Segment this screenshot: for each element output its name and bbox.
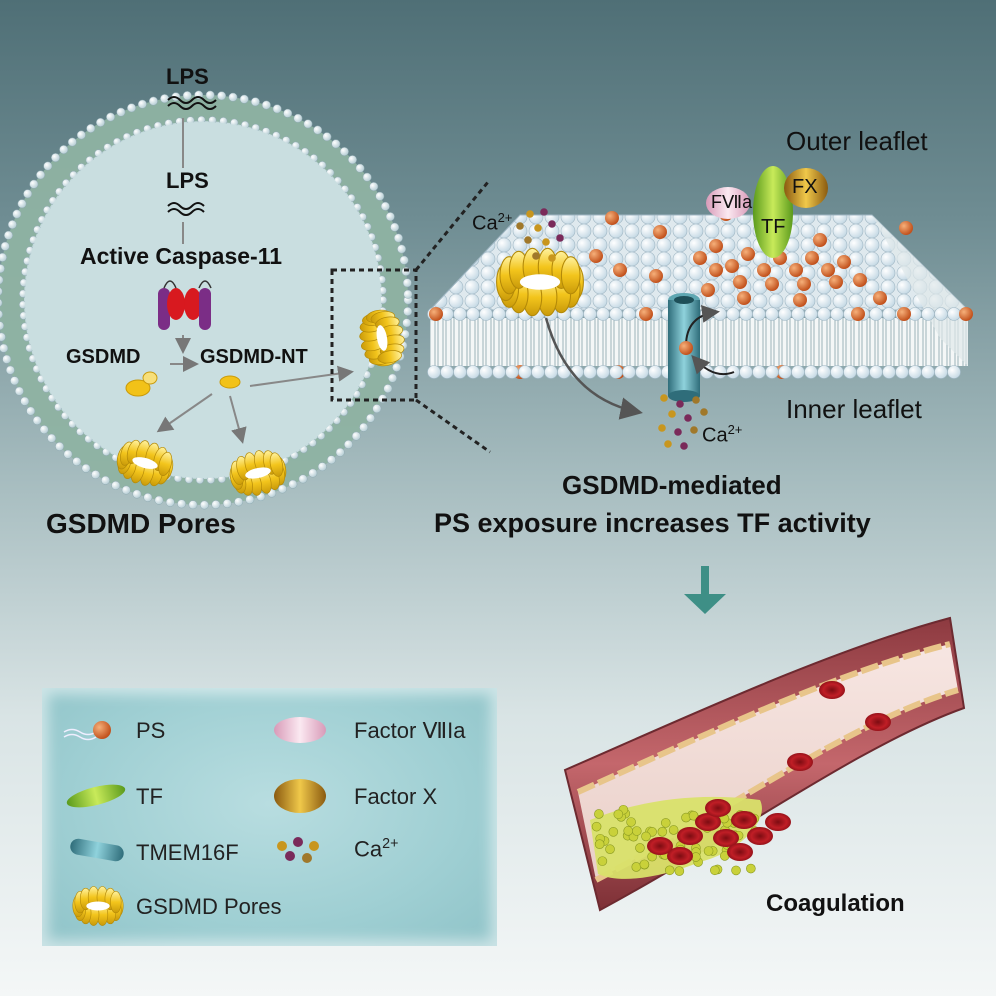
fviia-label: FⅦa: [711, 192, 752, 213]
legend-factor-viia-label: Factor ⅦIa: [354, 718, 465, 744]
calcium-inside-label: Ca2+: [702, 422, 742, 448]
tf-icon: [65, 780, 128, 812]
legend-tmem16f-label: TMEM16F: [136, 840, 239, 866]
gsdmd-label: GSDMD: [66, 346, 140, 369]
legend-factor-x-label: Factor X: [354, 784, 437, 810]
legend-gsdmd-pores-label: GSDMD Pores: [136, 894, 281, 920]
gsdmd-nt-label: GSDMD-NT: [200, 346, 308, 369]
legend-tf-label: TF: [136, 784, 163, 810]
lps-outside-label: LPS: [166, 64, 209, 90]
calcium-outside-label: Ca2+: [472, 210, 512, 236]
legend-ps-label: PS: [136, 718, 165, 744]
inner-leaflet-label: Inner leaflet: [786, 394, 922, 425]
tmem16f-icon: [69, 837, 125, 862]
ps-icon: [64, 721, 111, 740]
calcium-ions-inside: [658, 394, 708, 450]
gsdmd-pore-membrane: [497, 248, 584, 315]
tf-label: TF: [761, 216, 785, 239]
caption-line-2: PS exposure increases TF activity: [434, 508, 871, 539]
gsdmd-pores-caption: GSDMD Pores: [46, 508, 236, 540]
factor-x-icon: [274, 779, 326, 813]
flipping-ps: [679, 341, 693, 355]
fx-label: FX: [792, 176, 818, 199]
factor-viia-icon: [274, 717, 326, 743]
outer-leaflet-label: Outer leaflet: [786, 126, 928, 157]
caption-line-1: GSDMD-mediated: [562, 470, 782, 501]
blood-vessel: [565, 618, 964, 910]
caspase-label: Active Caspase-11: [80, 243, 282, 270]
lps-inside-label: LPS: [166, 168, 209, 194]
coagulation-label: Coagulation: [766, 890, 905, 918]
legend: PS Factor ⅦIa TF Factor X TMEM16F Ca2+ G…: [42, 688, 497, 946]
gsdmd-pores-icon: [73, 886, 123, 925]
calcium-icon: [277, 837, 319, 863]
gsdmd-nt-icon: [220, 376, 240, 388]
legend-calcium-label: Ca2+: [354, 836, 398, 862]
downward-arrow: [684, 566, 726, 614]
